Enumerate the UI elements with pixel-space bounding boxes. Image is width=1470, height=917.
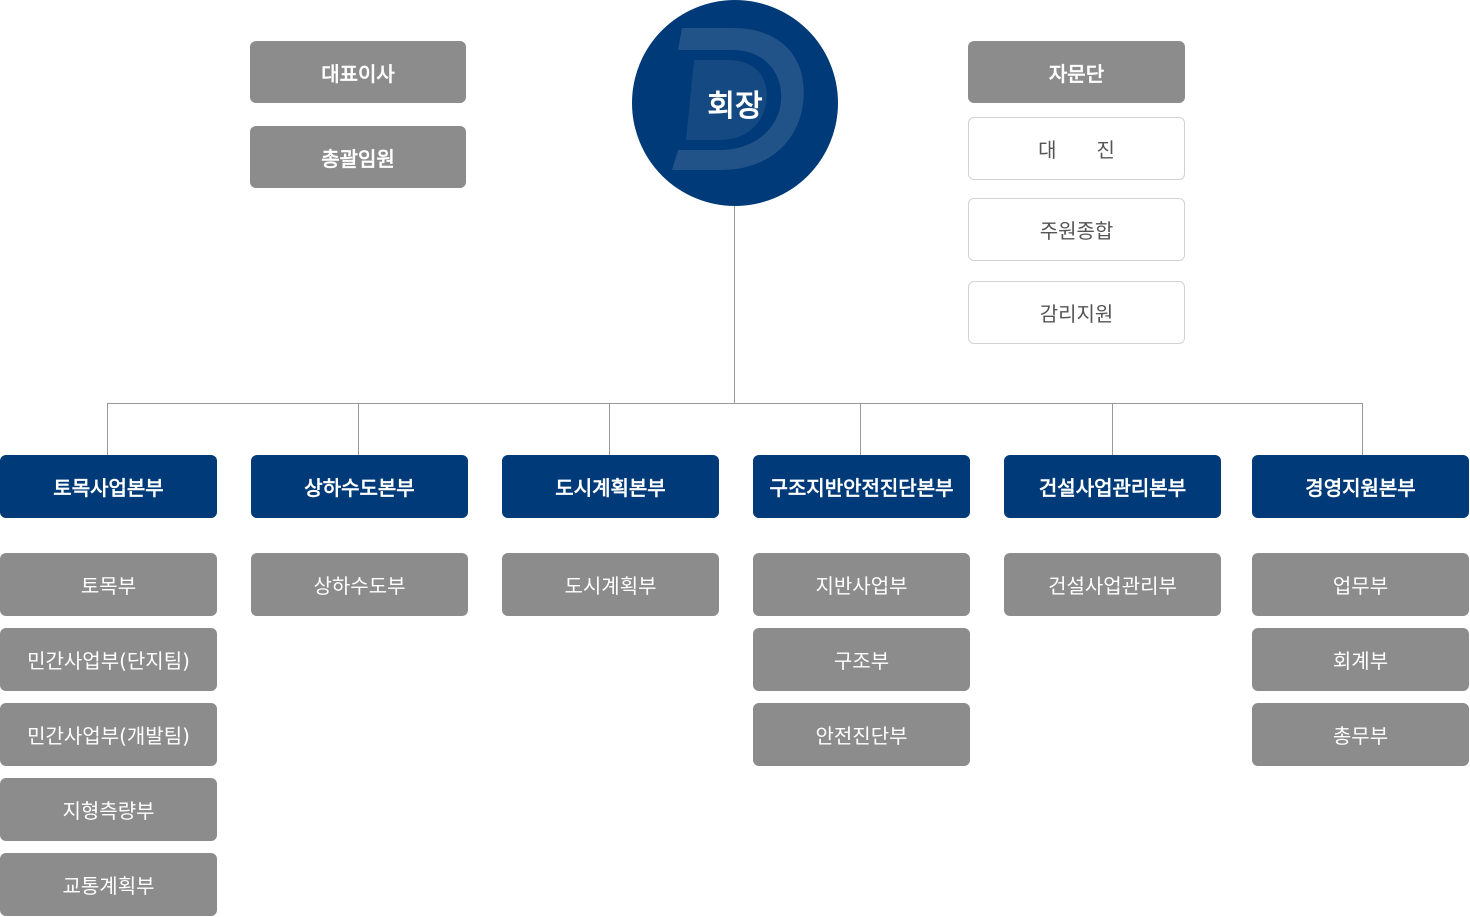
department-box: 회계부 (1252, 628, 1469, 691)
connector-vertical-trunk (734, 206, 735, 404)
advisory-member-box: 대 진 (968, 117, 1185, 180)
department-box: 총무부 (1252, 703, 1469, 766)
chairman-node: 회장 (632, 0, 838, 206)
connector-division-2 (358, 403, 359, 456)
department-box: 토목부 (0, 553, 217, 616)
connector-division-3 (609, 403, 610, 456)
advisory-member-box: 감리지원 (968, 281, 1185, 344)
department-box: 안전진단부 (753, 703, 970, 766)
advisory-member-box: 주원종합 (968, 198, 1185, 261)
division-box-management: 경영지원본부 (1252, 455, 1469, 518)
division-box-water: 상하수도본부 (251, 455, 468, 518)
connector-division-4 (860, 403, 861, 456)
connector-division-6 (1362, 403, 1363, 456)
d-logo-icon (672, 28, 804, 170)
chairman-label: 회장 (707, 89, 763, 124)
department-box: 민간사업부(개발팀) (0, 703, 217, 766)
advisory-title-box: 자문단 (968, 41, 1185, 103)
division-box-structural: 구조지반안전진단본부 (753, 455, 970, 518)
connector-division-1 (107, 403, 108, 456)
executive-box-general-officer: 총괄임원 (250, 126, 466, 188)
executive-box-ceo: 대표이사 (250, 41, 466, 103)
department-box: 업무부 (1252, 553, 1469, 616)
connector-division-5 (1112, 403, 1113, 456)
division-box-construction: 건설사업관리본부 (1004, 455, 1221, 518)
connector-horizontal-bus (107, 403, 1363, 404)
department-box: 민간사업부(단지팀) (0, 628, 217, 691)
department-box: 지반사업부 (753, 553, 970, 616)
department-box: 건설사업관리부 (1004, 553, 1221, 616)
department-box: 교통계획부 (0, 853, 217, 916)
department-box: 도시계획부 (502, 553, 719, 616)
division-box-civil: 토목사업본부 (0, 455, 217, 518)
department-box: 구조부 (753, 628, 970, 691)
division-box-urban: 도시계획본부 (502, 455, 719, 518)
department-box: 상하수도부 (251, 553, 468, 616)
department-box: 지형측량부 (0, 778, 217, 841)
